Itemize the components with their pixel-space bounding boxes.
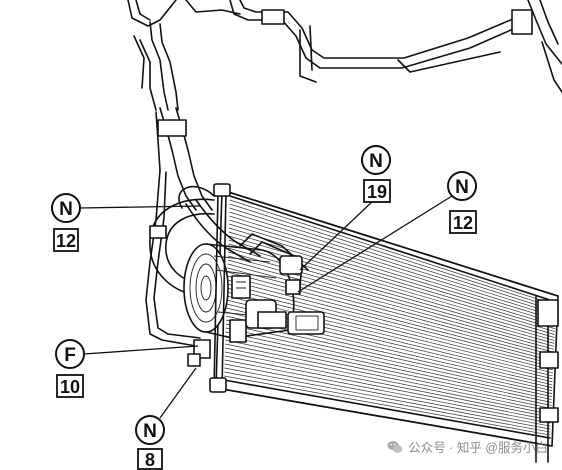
condenser-fin-line [226,295,553,377]
condenser-fin-line [225,339,552,409]
callout-right: N 12 [297,171,477,293]
condenser-fin-line [228,235,555,332]
condenser-fin-line [226,291,553,374]
condenser-fin-line [224,363,551,427]
callout-letter: F [64,345,76,366]
callout-letter: N [59,199,73,220]
callout-bottom: N 8 [135,367,197,470]
callout-letter: N [143,421,157,442]
condenser-fin-line [224,375,551,436]
condenser-fin-line [226,287,554,371]
mounting-rod [187,183,231,393]
condenser-fin-line [225,331,552,403]
condenser-fin-line [227,267,554,356]
condenser-fin-line [227,279,554,365]
condenser-fin-line [224,367,551,430]
callout-number: 12 [453,213,473,233]
condenser-fin-line [224,371,551,433]
condenser-fin-line [228,227,556,326]
callout-center-top: N 19 [299,145,391,271]
condenser-fin-line [225,323,552,397]
condenser-fin-line [225,335,552,406]
condenser-fin-line [228,223,556,324]
callout-letter: N [455,177,469,198]
condenser-fin-line [227,275,554,362]
watermark-text: 公众号 · 知乎 @服务小白 [408,441,548,455]
callout-number: 19 [367,182,387,202]
condenser-fin-line [224,355,551,421]
callout-left-middle: F 10 [55,339,199,398]
condenser-fin-line [229,219,556,321]
condenser-side-tank [535,295,559,463]
condenser-fin-line [229,215,556,318]
upper-pipes [127,0,562,111]
condenser-fin-line [225,343,552,412]
condenser-fin-line [224,351,551,418]
condenser-fin-line [229,199,556,306]
condenser-fin-line [227,283,554,368]
watermark: 公众号 · 知乎 @服务小白 [387,437,548,456]
condenser-fin-line [227,271,554,359]
condenser-fin-line [225,327,552,400]
condenser-fin-line [229,207,556,312]
condenser-fin-line [229,211,556,315]
condenser-fin-line [227,263,554,353]
callout-number: 10 [60,377,80,397]
callout-letter: N [369,151,383,172]
condenser-fin-line [229,203,556,309]
wechat-icon [387,440,403,453]
condenser-fin-line [225,319,553,394]
condenser-fin-line [224,359,551,424]
condenser-fin-line [227,259,555,350]
condenser-fin-line [224,347,552,415]
callout-number: 12 [56,231,76,251]
callout-left-upper: N 12 [51,193,201,252]
left-hoses [145,107,213,347]
callout-number: 8 [145,450,155,470]
